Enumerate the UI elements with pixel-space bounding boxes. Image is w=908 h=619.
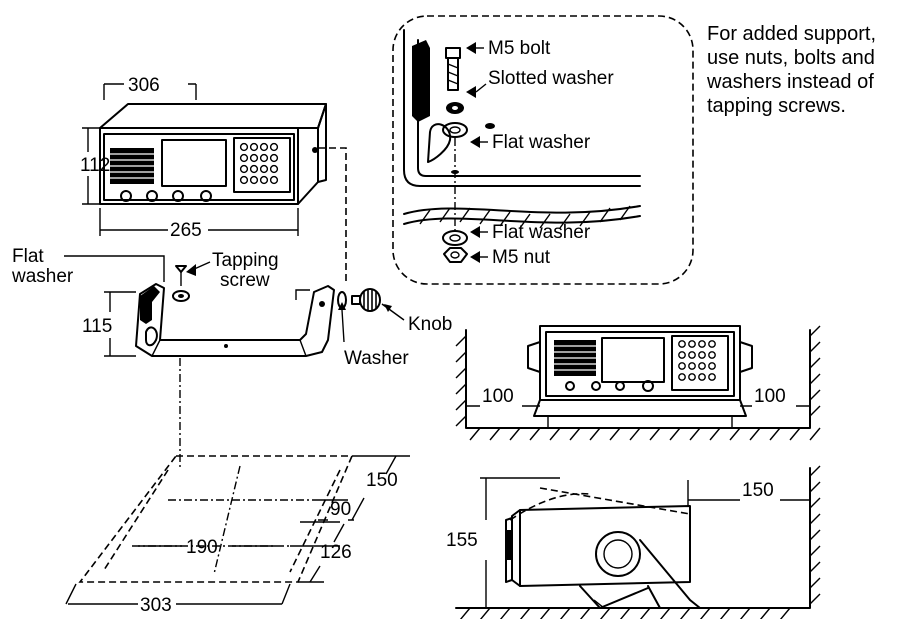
flat-washer-upper-label: Flat washer [492, 132, 591, 153]
side-height-label: 155 [446, 530, 478, 551]
slotted-washer-label: Slotted washer [488, 68, 614, 89]
footprint-90-label: 90 [330, 499, 351, 520]
installation-note: For added support, use nuts, bolts and w… [707, 22, 907, 118]
front-left-clearance-label: 100 [482, 386, 514, 407]
note-line-4: tapping screws. [707, 95, 846, 117]
footprint-126-label: 126 [320, 542, 352, 563]
knob-label: Knob [408, 314, 452, 335]
bracket-height-label: 115 [82, 316, 112, 337]
tapping-screw-label-2: screw [220, 270, 270, 291]
bolt-detail-callout: M5 bolt Slotted washer Flat washer Flat … [392, 15, 694, 285]
footprint-190-label: 190 [186, 537, 218, 558]
front-right-clearance-label: 100 [754, 386, 786, 407]
unit-depth-label: 265 [170, 220, 202, 241]
flat-washer-label-1: Flat [12, 246, 44, 267]
note-line-1: For added support, [707, 23, 876, 45]
side-clearance-view: 155 150 [446, 465, 821, 619]
washer-label: Washer [344, 348, 409, 369]
footprint-303-label: 303 [140, 595, 172, 616]
unit-height-label: 112 [80, 155, 110, 176]
mounting-footprint: 150 90 126 190 303 [65, 455, 410, 616]
note-line-3: washers instead of [707, 71, 874, 93]
flat-washer-label-2: washer [11, 266, 74, 287]
unit-width-label: 306 [128, 75, 160, 96]
unit-perspective-view: 306 112 [80, 75, 347, 282]
m5-bolt-label: M5 bolt [488, 38, 551, 59]
tapping-screw-label-1: Tapping [212, 250, 279, 271]
bracket-view: Flat washer Tapping screw 115 [11, 246, 452, 470]
note-line-2: use nuts, bolts and [707, 47, 875, 69]
flat-washer-lower-label: Flat washer [492, 222, 591, 243]
side-top-clearance-label: 150 [742, 480, 774, 501]
footprint-150-label: 150 [366, 470, 398, 491]
m5-nut-label: M5 nut [492, 247, 551, 268]
front-clearance-view: 100 100 [455, 325, 821, 441]
